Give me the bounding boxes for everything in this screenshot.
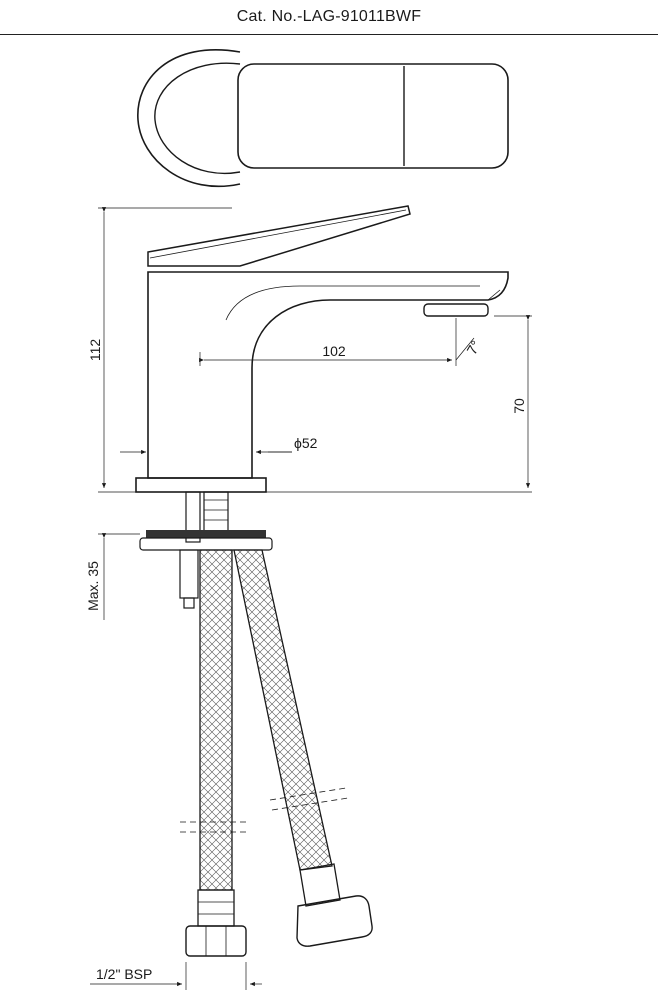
spout-angle-label: 7° <box>463 338 484 358</box>
base-diameter-label: ϕ52 <box>294 435 318 451</box>
faucet-side-view <box>135 205 509 493</box>
mounting-assembly <box>139 491 273 609</box>
title-bar: Cat. No.-LAG-91011BWF <box>0 0 658 35</box>
top-view <box>137 49 509 188</box>
catalog-number: Cat. No.-LAG-91011BWF <box>236 8 422 25</box>
spout-reach-label: 102 <box>322 343 346 359</box>
max-thickness-label: Max. 35 <box>85 561 101 611</box>
height-total-label: 112 <box>87 339 103 362</box>
inlet-thread-label: 1/2" BSP <box>96 966 152 982</box>
spout-height-label: 70 <box>511 398 527 414</box>
flex-hoses <box>180 549 373 957</box>
dimension-lines <box>90 207 532 990</box>
